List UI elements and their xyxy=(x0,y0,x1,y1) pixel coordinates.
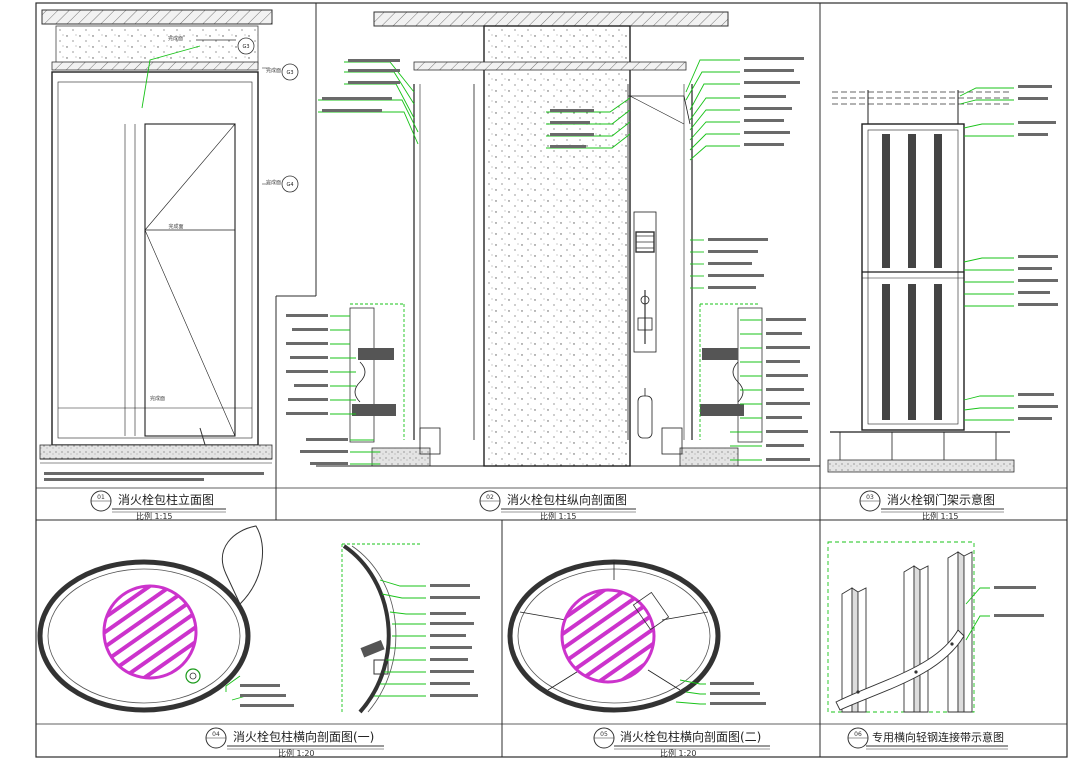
cross2-leaders xyxy=(675,679,766,705)
steel-channel-1 xyxy=(841,587,867,713)
svg-text:消火栓包柱横向剖面图(一): 消火栓包柱横向剖面图(一) xyxy=(233,729,374,744)
svg-text:03: 03 xyxy=(866,494,874,501)
panel-3-frame xyxy=(827,85,1058,473)
steel-channel-2 xyxy=(903,565,929,713)
svg-text:完成面: 完成面 xyxy=(168,35,183,42)
svg-text:比例 1:15: 比例 1:15 xyxy=(136,511,173,521)
panel-4-cross-section xyxy=(37,525,480,714)
panel-2-section xyxy=(286,11,820,467)
title-block-3: 03 消火栓钢门架示意图 比例 1:15 xyxy=(859,490,1004,521)
svg-text:完成面: 完成面 xyxy=(168,223,183,230)
svg-text:05: 05 xyxy=(600,731,608,738)
frame-leaders xyxy=(959,85,1058,421)
frame-bars xyxy=(882,134,942,420)
svg-text:消火栓包柱纵向剖面图: 消火栓包柱纵向剖面图 xyxy=(507,492,627,507)
svg-text:比例 1:15: 比例 1:15 xyxy=(922,511,959,521)
svg-text:G3: G3 xyxy=(242,44,249,50)
panel-1-elevation: 完成面 完成面 完成面 G3 完成面 G3 完成面 G4 xyxy=(39,9,299,481)
svg-text:06: 06 xyxy=(854,731,862,738)
panel-6-strap xyxy=(827,541,1044,713)
sheet-frame xyxy=(35,2,1068,758)
svg-text:01: 01 xyxy=(97,494,105,501)
svg-text:比例 1:20: 比例 1:20 xyxy=(660,748,697,758)
svg-text:完成面: 完成面 xyxy=(266,67,281,74)
svg-text:G4: G4 xyxy=(286,182,293,188)
svg-text:完成面: 完成面 xyxy=(266,179,281,186)
elevation-tag-g3: G3 xyxy=(196,37,255,55)
svg-text:G3: G3 xyxy=(286,70,293,76)
elevation-tag-level-a: 完成面 G3 xyxy=(266,63,299,81)
strap-leaders xyxy=(965,586,1044,641)
section-leaders-left-lower xyxy=(286,314,380,465)
panel-5-cross-section xyxy=(507,559,766,713)
svg-text:04: 04 xyxy=(212,731,220,738)
title-block-1: 01 消火栓包柱立面图 比例 1:15 xyxy=(90,490,226,521)
section-leaders-right-lower xyxy=(690,238,810,461)
section-leaders-right xyxy=(685,57,804,161)
svg-text:完成面: 完成面 xyxy=(150,395,165,402)
svg-text:比例 1:15: 比例 1:15 xyxy=(540,511,577,521)
svg-text:消火栓包柱横向剖面图(二): 消火栓包柱横向剖面图(二) xyxy=(620,729,761,744)
title-block-5: 05 消火栓包柱横向剖面图(二) 比例 1:20 xyxy=(593,727,770,758)
section-leaders-left xyxy=(318,59,419,145)
svg-text:专用横向轻钢连接带示意图: 专用横向轻钢连接带示意图 xyxy=(872,730,1004,744)
section-leaders-middle xyxy=(546,97,631,149)
svg-text:比例 1:20: 比例 1:20 xyxy=(278,748,315,758)
elevation-tag-g4: 完成面 G4 xyxy=(266,175,299,193)
cross1-leaders xyxy=(225,579,480,707)
steel-channel-3 xyxy=(947,551,973,713)
title-block-6: 06 专用横向轻钢连接带示意图 xyxy=(847,727,1008,750)
title-block-4: 04 消火栓包柱横向剖面图(一) 比例 1:20 xyxy=(205,727,384,758)
svg-text:消火栓包柱立面图: 消火栓包柱立面图 xyxy=(118,492,214,507)
svg-text:消火栓钢门架示意图: 消火栓钢门架示意图 xyxy=(887,492,995,507)
svg-text:02: 02 xyxy=(486,494,494,501)
title-block-2: 02 消火栓包柱纵向剖面图 比例 1:15 xyxy=(479,490,636,521)
